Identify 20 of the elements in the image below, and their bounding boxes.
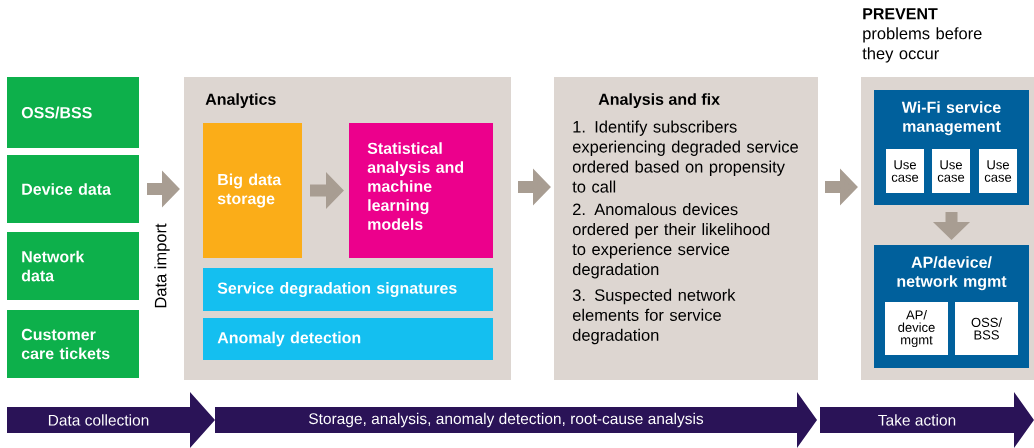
signature-bar: Service degradation signatures bbox=[203, 268, 493, 311]
source-box: Network data bbox=[7, 232, 139, 300]
storage-box: Big data storage bbox=[203, 123, 302, 258]
stage-band: Data collection bbox=[7, 392, 215, 448]
use-case-box: Use case bbox=[886, 149, 924, 193]
source-box: Customer care tickets bbox=[7, 310, 139, 378]
model-box: Statistical analysis and machine learning models bbox=[349, 123, 493, 258]
source-box: Device data bbox=[7, 155, 139, 223]
sub-box: AP/ device mgmt bbox=[885, 302, 948, 355]
use-case-box: Use case bbox=[979, 149, 1017, 193]
stage-band: Take action bbox=[820, 392, 1034, 448]
source-box: OSS/BSS bbox=[7, 77, 139, 148]
node-label: PREVENT bbox=[863, 8, 938, 20]
sub-box: OSS/ BSS bbox=[955, 302, 1018, 355]
stage-band: Storage, analysis, anomaly detection, root-cause analysis bbox=[215, 392, 817, 448]
node-label: problems before they occur bbox=[862, 27, 982, 63]
use-case-box: Use case bbox=[932, 149, 970, 193]
analysis-panel: Analysis and fix 1. Identify subscribers experiencing degraded service ordered based on propensity to call 2. Anomalous devices ordered per their likelihood to experience service degradation 3. Suspected network elements for service degradation bbox=[554, 77, 818, 380]
detection-bar: Anomaly detection bbox=[203, 318, 493, 360]
edge-label: Data import bbox=[154, 223, 170, 308]
